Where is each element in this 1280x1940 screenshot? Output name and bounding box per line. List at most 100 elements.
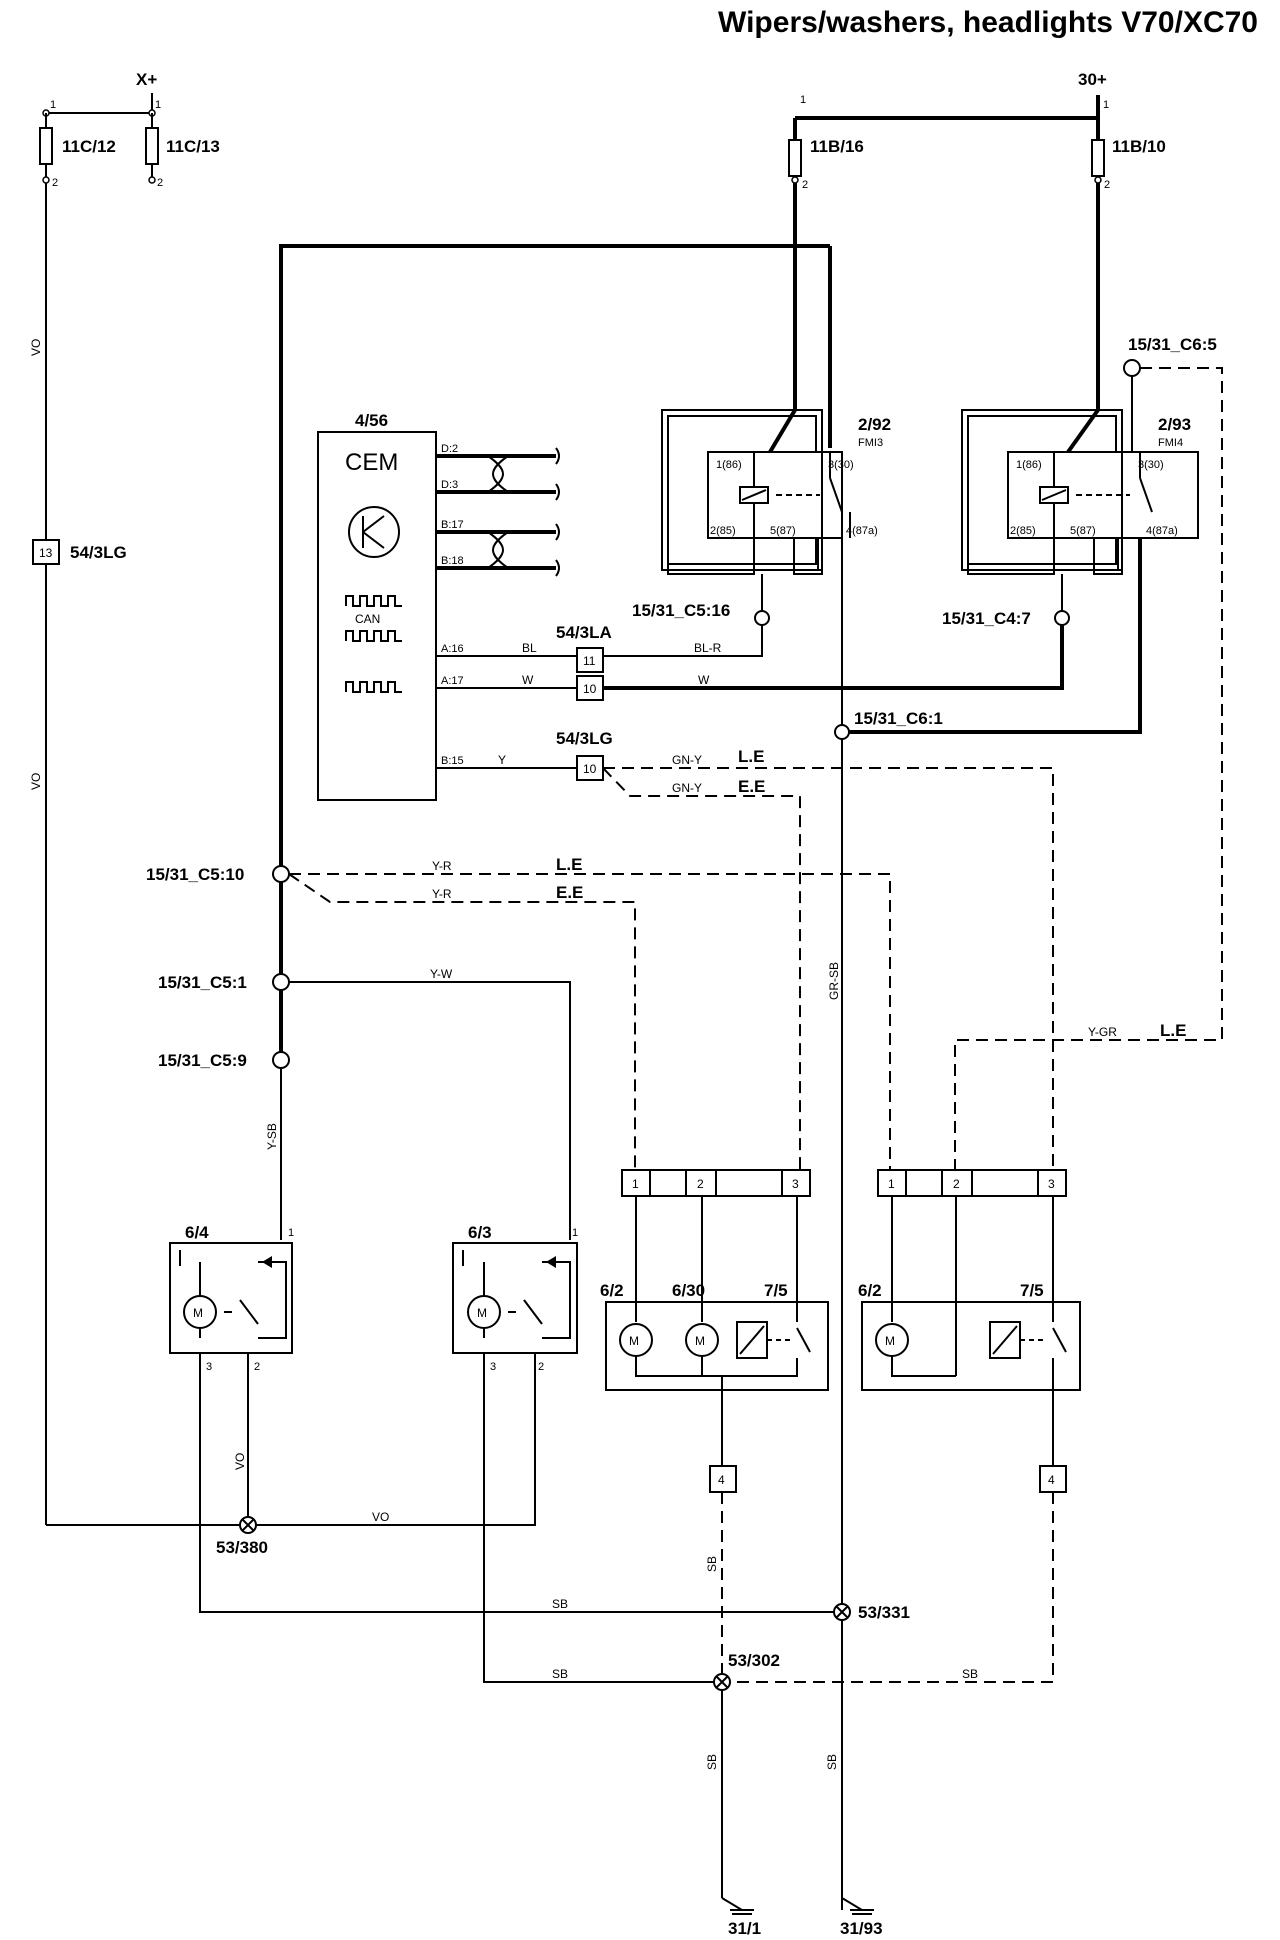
relay-pin: 1(86) — [716, 459, 742, 471]
wire-sb-3: SB — [705, 1556, 719, 1572]
pin-num: 3 — [206, 1361, 212, 1373]
wire-yr-le: Y-R — [432, 859, 452, 873]
wire-sb-331 — [199, 1353, 842, 1613]
variant-le-1: L.E — [738, 747, 764, 766]
conn-54-3lg: 54/3LG — [556, 729, 613, 748]
pin-num: 2 — [254, 1361, 260, 1373]
block-num: 2 — [953, 1177, 960, 1191]
wire-sb-4: SB — [962, 1667, 978, 1681]
pin-num: 1 — [155, 99, 161, 111]
can-signal-icon — [345, 595, 402, 607]
variant-le-2: L.E — [1160, 1021, 1186, 1040]
relay-pin: 2(85) — [710, 525, 736, 537]
fuse-label-11c12: 11C/12 — [62, 137, 116, 156]
motor-6-30: 6/30 — [672, 1281, 705, 1300]
earth-31-1 — [721, 1897, 754, 1915]
block-num: 1 — [888, 1177, 895, 1191]
pin-num: 2 — [1104, 179, 1110, 191]
motor-m: M — [629, 1334, 639, 1348]
terminal-4a-num: 4 — [718, 1473, 725, 1487]
cem-pin-d2: D:2 — [441, 443, 458, 455]
diagram-title: Wipers/washers, headlights V70/XC70 — [718, 6, 1258, 39]
conn-c5-1: 15/31_C5:1 — [158, 973, 247, 992]
conn-54-3la: 54/3LA — [556, 623, 612, 642]
wire-bl: BL — [522, 641, 537, 655]
block-num: 3 — [1048, 1177, 1055, 1191]
switch-7-5b: 7/5 — [1020, 1281, 1044, 1300]
pin-num: 1 — [50, 99, 56, 111]
conn-c5-9: 15/31_C5:9 — [158, 1051, 247, 1070]
cem-pin-b18: B:18 — [441, 555, 464, 567]
cem-pin-d3: D:3 — [441, 479, 458, 491]
wire-vo-4: VO — [372, 1510, 389, 1524]
module-right — [861, 1196, 1081, 1466]
terminal-10-num: 10 — [583, 682, 597, 696]
relay-2-92 — [661, 183, 851, 1910]
wire-bl-r — [603, 618, 763, 657]
splice-c6-5 — [1123, 359, 1141, 377]
cem-pin-b17: B:17 — [441, 519, 464, 531]
transistor-icon — [348, 506, 400, 558]
wire-w: W — [522, 673, 534, 687]
conn-c6-1: 15/31_C6:1 — [854, 709, 943, 728]
variant-ee-1: E.E — [738, 777, 765, 796]
relay-pin: 1(86) — [1016, 459, 1042, 471]
pin-num: 3 — [490, 1361, 496, 1373]
thirty-feed — [788, 95, 1105, 184]
pin-num: 2 — [52, 177, 58, 189]
motor-6-3-ref: 6/3 — [468, 1223, 492, 1242]
pin-num: 1 — [1103, 99, 1109, 111]
relay-2-93-ref: 2/93 — [1158, 415, 1191, 434]
motor-6-4-ref: 6/4 — [185, 1223, 209, 1242]
pin-num: 2 — [802, 179, 808, 191]
wire-w-right — [603, 618, 1064, 690]
splice-c5-10 — [272, 865, 290, 883]
wire-gny-le: GN-Y — [672, 753, 702, 767]
wire-vo-3: VO — [233, 1453, 247, 1470]
pin-num: 1 — [288, 1227, 294, 1239]
ground-53-331-label: 53/331 — [858, 1603, 910, 1622]
relay-pin: 4(87a) — [846, 525, 878, 537]
ground-53-380 — [239, 1516, 257, 1534]
connector-block-right — [877, 1169, 1067, 1197]
conn-c6-5: 15/31_C6:5 — [1128, 335, 1217, 354]
relay-pin: 5(87) — [1070, 525, 1096, 537]
terminal-11-num: 11 — [583, 654, 596, 668]
cem-box — [317, 431, 437, 801]
relay-2-92-ref: 2/92 — [858, 415, 891, 434]
block-num: 2 — [697, 1177, 704, 1191]
earth-31-1-label: 31/1 — [728, 1919, 761, 1938]
motor-6-4: M — [169, 1242, 293, 1354]
cem-pin-b15: B:15 — [441, 755, 464, 767]
splice-c6-1 — [834, 724, 850, 740]
wire-ysb: Y-SB — [265, 1123, 279, 1150]
left-fuses — [39, 93, 159, 1525]
can-label: CAN — [355, 612, 380, 626]
terminal-13 — [32, 539, 60, 565]
pin-num: 1 — [572, 1227, 578, 1239]
relay-2-92-sub: FMI3 — [858, 437, 883, 449]
wire-grsb: GR-SB — [827, 962, 841, 1000]
relay-pin: 2(85) — [1010, 525, 1036, 537]
terminal-4a — [709, 1465, 737, 1493]
terminal-4b-num: 4 — [1048, 1473, 1055, 1487]
relay-pin: 3(30) — [828, 459, 854, 471]
splice-c4-7 — [1054, 610, 1070, 626]
wire-sb-6: SB — [825, 1754, 839, 1770]
cem-pin-a17: A:17 — [441, 675, 464, 687]
cem-pin-a16: A:16 — [441, 643, 464, 655]
motor-6-2a: 6/2 — [600, 1281, 624, 1300]
motor-6-2b: 6/2 — [858, 1281, 882, 1300]
pin-num: 2 — [538, 1361, 544, 1373]
fuse-11b16 — [788, 139, 802, 177]
motor-m: M — [477, 1306, 487, 1320]
conn-c5-16: 15/31_C5:16 — [632, 601, 730, 620]
pin-num: 1 — [800, 94, 806, 106]
wire-ygr: Y-GR — [1088, 1025, 1117, 1039]
terminal-10b-num: 10 — [583, 762, 597, 776]
relay-pin: 3(30) — [1138, 459, 1164, 471]
splice-c5-1 — [272, 973, 290, 991]
connector-block-left — [621, 1169, 811, 1197]
